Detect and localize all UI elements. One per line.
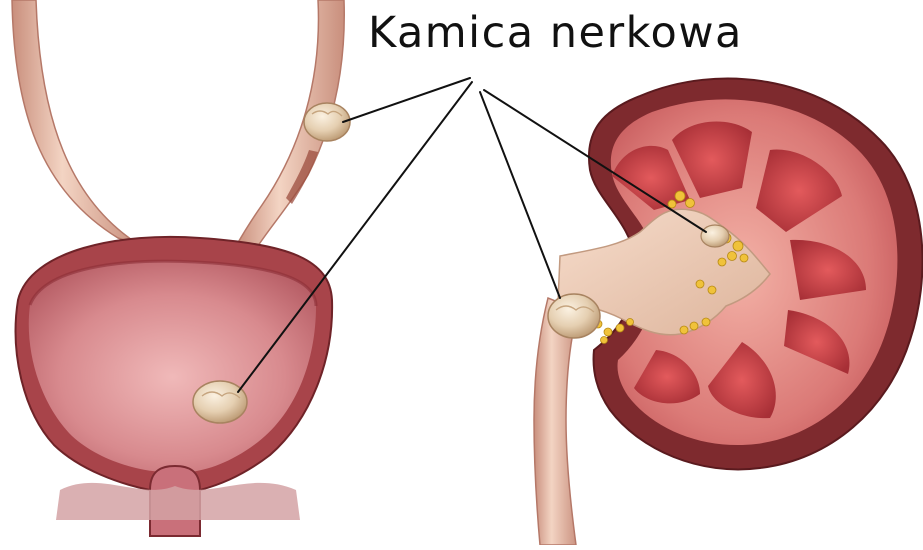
kidney-stone-icon: [193, 381, 247, 423]
kidney-stone-icon: [548, 294, 600, 338]
pointer-line: [480, 92, 560, 298]
kidney-stone-icon: [701, 225, 729, 247]
pointer-line: [343, 78, 470, 122]
pointer-line: [238, 82, 472, 392]
bladder-illustration: [16, 237, 333, 536]
kidney-illustration: [558, 78, 922, 469]
ureter-left: [12, 0, 138, 244]
page-title: Kamica nerkowa: [368, 12, 743, 55]
